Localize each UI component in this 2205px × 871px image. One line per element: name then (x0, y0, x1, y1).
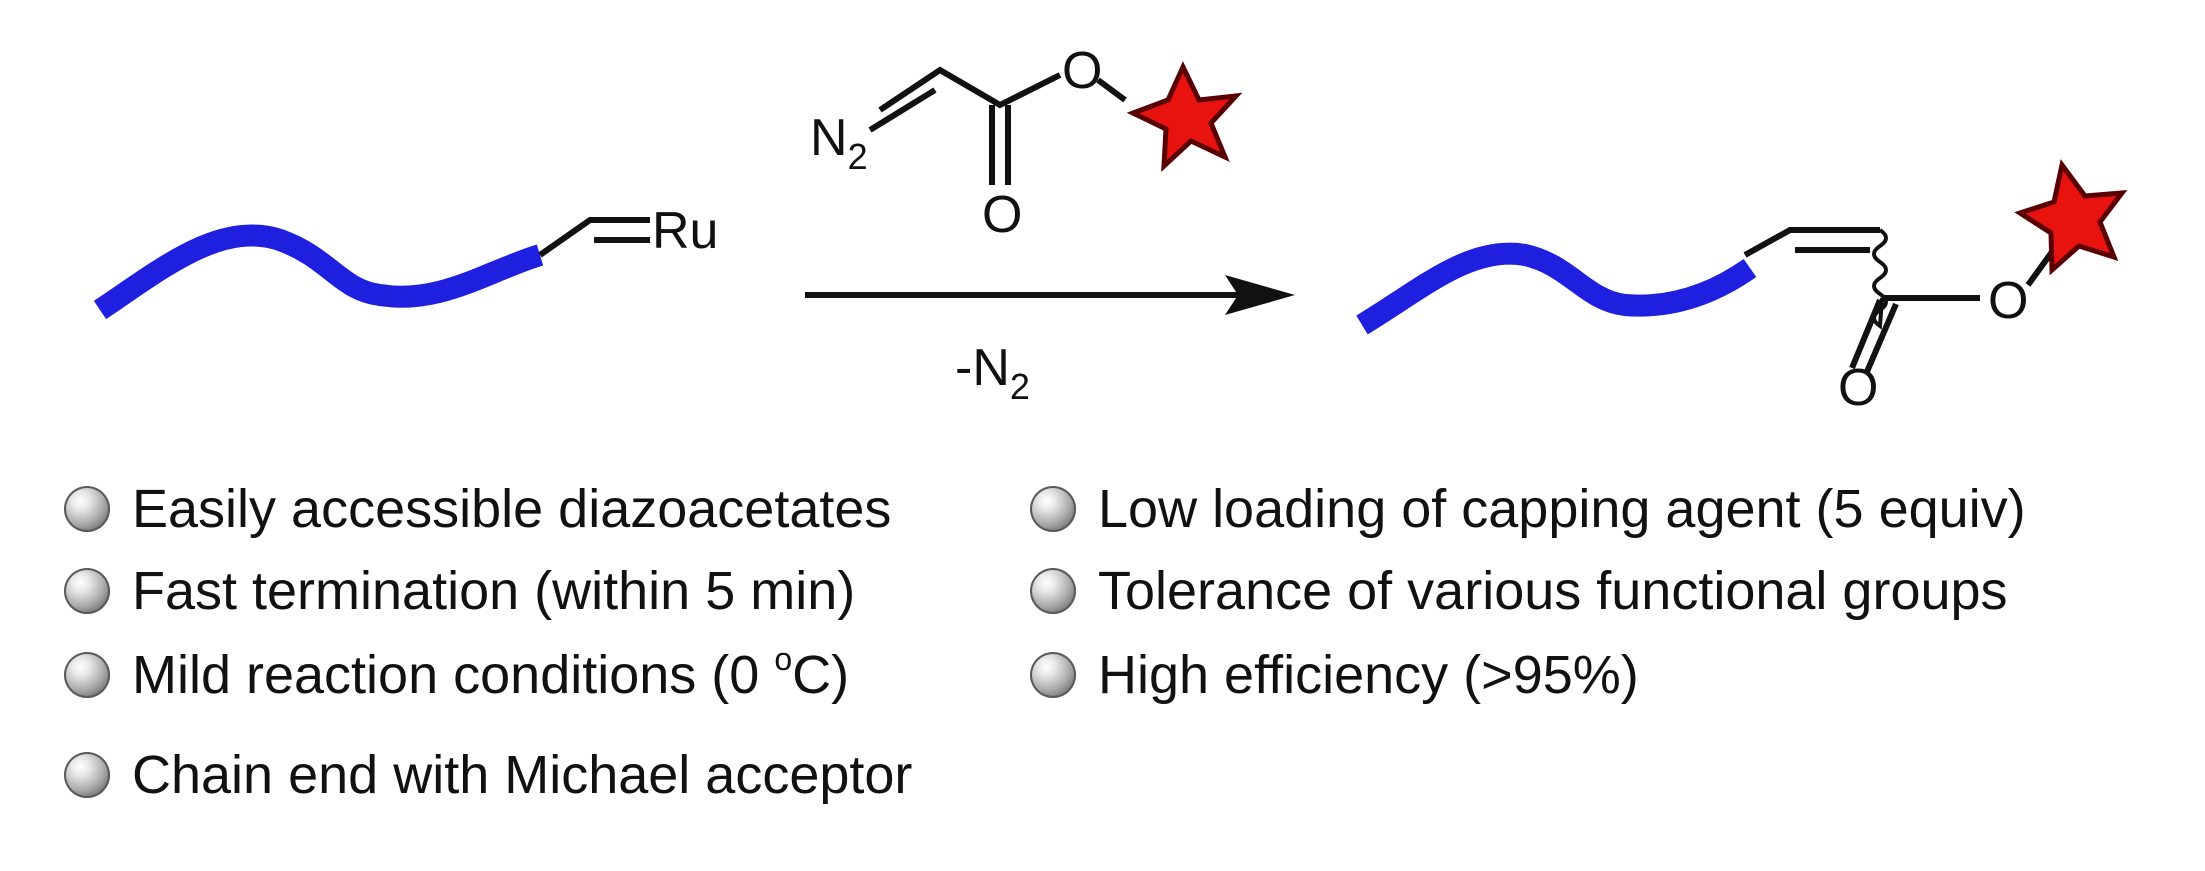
diazoacetate-reagent: N2 O O (810, 42, 1243, 244)
carbene-bond (538, 217, 650, 258)
product-ester-o-label: O (1988, 272, 2028, 330)
polymer-chain (93, 224, 544, 320)
reaction-arrow: -N2 (805, 275, 1295, 407)
product-polymer-chain (1356, 242, 1757, 335)
capped-polymer-product: O O (1356, 159, 2128, 417)
product-carbonyl-o-label: O (1838, 359, 1878, 417)
ru-label: Ru (652, 202, 718, 260)
label-star-reagent (1126, 61, 1243, 173)
wavy-bond (1872, 228, 1888, 330)
arrow-condition: -N2 (955, 339, 1030, 407)
starting-polymer: Ru (93, 202, 718, 320)
carbonyl-o-label: O (982, 186, 1022, 244)
label-star-product (2014, 159, 2128, 276)
ester-o-label: O (1062, 42, 1102, 100)
n2-label: N2 (810, 109, 868, 177)
